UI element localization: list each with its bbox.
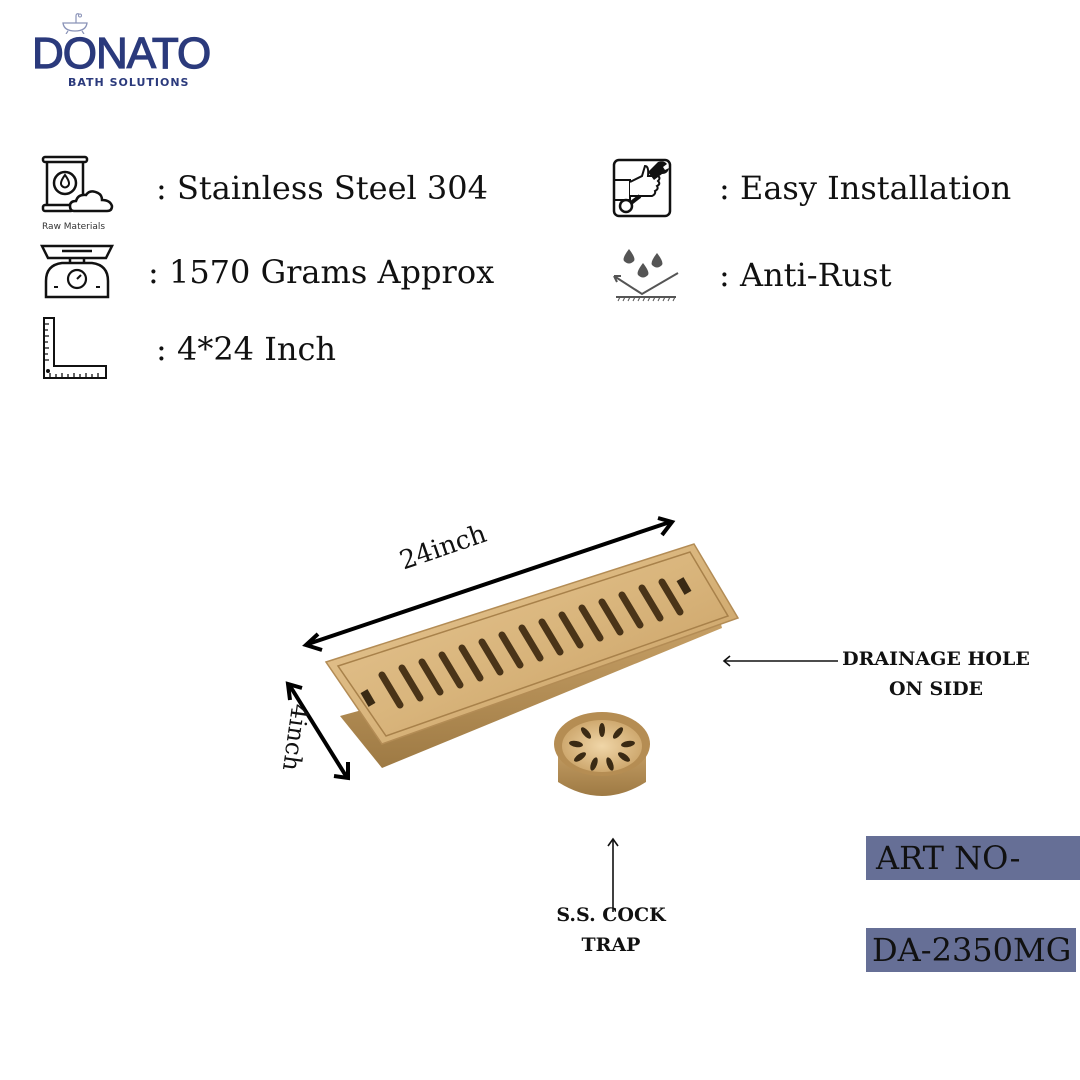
spec-material: : Stainless Steel 304	[156, 169, 488, 207]
drainage-callout: DRAINAGE HOLE ON SIDE	[836, 644, 1036, 704]
trap-callout-line2: TRAP	[581, 934, 641, 956]
brand-logo	[30, 10, 220, 90]
raw-materials-icon	[41, 155, 114, 213]
article-label-badge: ART NO-	[866, 836, 1080, 880]
easy-installation-icon	[612, 158, 672, 218]
trap-callout: S.S. COCK TRAP	[540, 900, 682, 960]
bathtub-icon	[62, 13, 88, 34]
article-number-badge: DA-2350MG	[866, 928, 1076, 972]
drainage-callout-line1: DRAINAGE HOLE	[842, 648, 1030, 670]
trap-arrow-icon	[607, 837, 619, 912]
raw-materials-caption: Raw Materials	[42, 222, 106, 232]
trap-callout-line1: S.S. COCK	[556, 904, 666, 926]
spec-installation: : Easy Installation	[719, 169, 1012, 207]
spec-size: : 4*24 Inch	[156, 330, 336, 368]
ruler-square-icon	[43, 317, 107, 379]
anti-rust-drops-icon	[613, 249, 679, 302]
brand-tagline: BATH SOLUTIONS	[68, 76, 190, 89]
drainage-arrow-icon	[722, 655, 838, 667]
spec-weight: : 1570 Grams Approx	[148, 253, 495, 291]
brand-name: DONATO	[31, 29, 211, 78]
weighing-scale-icon	[40, 244, 115, 299]
linear-drain-illustration	[285, 516, 740, 796]
drainage-callout-line2: ON SIDE	[888, 678, 984, 700]
spec-anti-rust: : Anti-Rust	[719, 256, 892, 294]
